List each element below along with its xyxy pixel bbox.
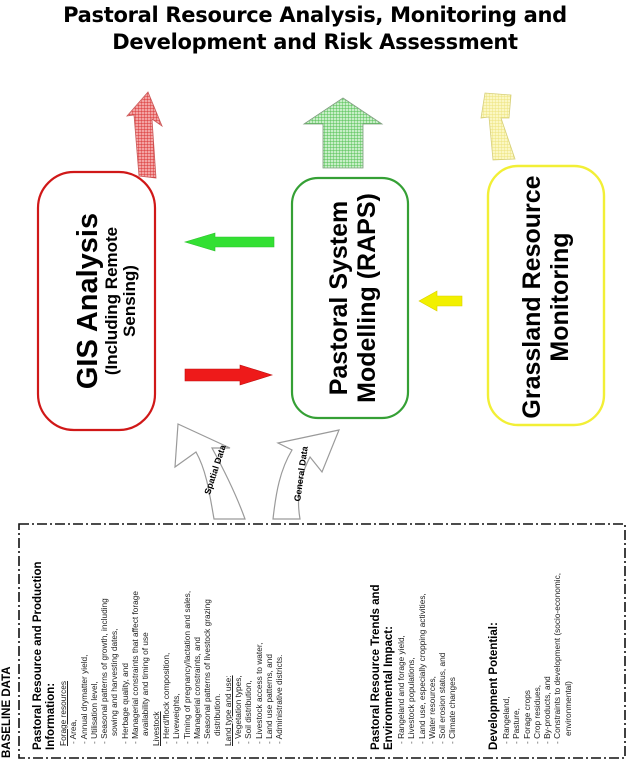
- list-item: Water resources,: [427, 584, 437, 750]
- section-development-potential: Development Potential: Rangeland, Pastur…: [488, 573, 573, 750]
- list-item: By-products, and: [542, 573, 552, 750]
- list-item: Livestock populations,: [406, 584, 416, 750]
- group-label: Livestock: [150, 711, 161, 746]
- general-data-arrow-icon: [272, 429, 340, 520]
- list-item: Timing of pregnancy/lactation and sales,: [182, 561, 192, 750]
- list-item: Land use, especially cropping activities…: [417, 584, 427, 750]
- raps-line2: Modelling (RAPS): [353, 193, 381, 403]
- green-output-arrow-icon: [302, 97, 384, 169]
- raps-line1: Pastoral System: [325, 200, 353, 396]
- list-item: Administrative districts.: [274, 561, 284, 750]
- section-heading: Development Potential:: [488, 622, 500, 750]
- list-item: Herd/flock composition,: [161, 561, 171, 750]
- list-item: Climate changes: [447, 584, 457, 750]
- gis-analysis-box: [36, 170, 157, 432]
- list-item: Livestock access to water,: [254, 561, 264, 750]
- list-item: Managerial constraints, and: [192, 561, 202, 750]
- yellow-output-arrow-icon: [480, 92, 516, 161]
- grassland-line1: Grassland Resource: [518, 175, 546, 419]
- list-item: Soil distribution,: [243, 561, 253, 750]
- section-heading: Environmental Impact:: [383, 626, 395, 750]
- pastoral-system-modelling-box: [290, 176, 410, 420]
- red-output-arrow-icon: [125, 91, 163, 179]
- list-item: Annual drymatter yield,: [79, 561, 89, 750]
- section-heading: Pastoral Resource Trends and: [370, 584, 382, 750]
- raps-label: Pastoral System Modelling (RAPS): [325, 178, 381, 418]
- section-heading: Pastoral Resource and Production: [32, 561, 44, 750]
- list-item: Rangeland and forage yield,: [396, 584, 406, 750]
- list-item: Constraints to development (socio-econom…: [552, 573, 562, 750]
- list-item: Managerial constraints that affect forag…: [130, 561, 140, 750]
- list-item: Area,: [68, 561, 78, 750]
- diagram-title-line2: Development and Risk Assessment: [112, 30, 518, 54]
- list-item: Vegetation types,: [233, 561, 243, 750]
- baseline-title: BASELINE DATA: [1, 666, 13, 758]
- gis-subtitle-line2: Sensing): [120, 265, 139, 337]
- group-label: Land type and use:: [222, 675, 233, 746]
- list-item-continued: sowing and harvesting dates,: [109, 628, 120, 736]
- grassland-resource-monitoring-box: [486, 164, 606, 427]
- list-item: Land use patterns, and: [264, 561, 274, 750]
- diagram-title-line1: Pastoral Resource Analysis, Monitoring a…: [63, 3, 567, 27]
- spatial-data-arrow-icon: [174, 423, 246, 520]
- list-item: Liveweights,: [171, 561, 181, 750]
- list-item: Soil erosion status, and: [437, 584, 447, 750]
- section-trends-impact: Pastoral Resource Trends and Environment…: [370, 584, 458, 750]
- green-left-arrow-icon: [183, 232, 275, 252]
- group-label: Forage resources: [58, 680, 68, 746]
- baseline-data-frame: [18, 523, 626, 759]
- list-item-continued: distribution.: [212, 693, 223, 736]
- list-item: Utilisation level,: [89, 561, 99, 750]
- grassland-label: Grassland Resource Monitoring: [518, 167, 574, 427]
- section-production-info: Pastoral Resource and Production Informa…: [32, 561, 285, 750]
- list-item: Seasonal patterns of livestock grazing: [202, 561, 212, 750]
- gis-title: GIS Analysis: [72, 212, 104, 390]
- list-item: Herbage quality, and: [120, 561, 130, 750]
- list-item: Forage crops: [522, 573, 532, 750]
- list-item: Pasture,: [511, 573, 521, 750]
- gis-subtitle-line1: (Including Remote: [102, 226, 121, 376]
- list-item-continued: availability and timing of use: [140, 632, 151, 736]
- red-right-arrow-icon: [184, 364, 274, 386]
- list-item: Seasonal patterns of growth, including: [99, 561, 109, 750]
- grassland-line2: Monitoring: [546, 232, 574, 362]
- gis-analysis-label: GIS Analysis (Including Remote Sensing): [72, 172, 139, 430]
- section-heading: Information:: [45, 682, 57, 750]
- list-item: Rangeland,: [501, 573, 511, 750]
- list-item-continued: environmental): [562, 681, 573, 736]
- list-item: Crop residues,: [532, 573, 542, 750]
- yellow-left-arrow-icon: [418, 290, 463, 312]
